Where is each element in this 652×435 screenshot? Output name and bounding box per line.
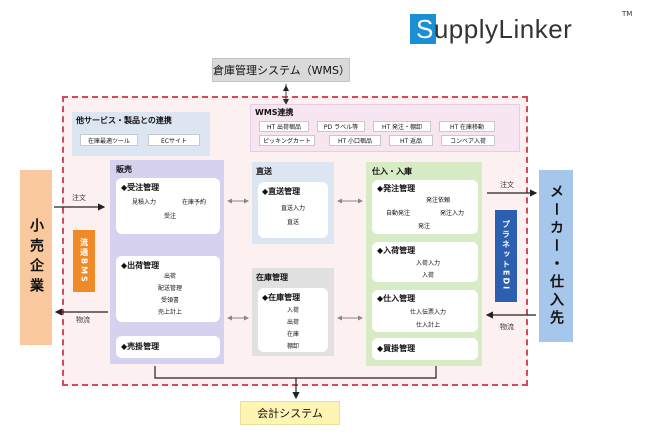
wms-chip: HT 出荷梱品 [259,121,309,132]
inventory-mgmt-title: ◆在庫管理 [262,293,301,302]
order-mgmt-card: ◆受注管理 見積入力 在庫予約 受注 [116,178,220,234]
ap-mgmt-card: ◆買掛管理 [372,338,478,360]
inventory-item: 棚卸 [276,340,310,350]
ship-item: 売上計上 [146,306,194,316]
retail-order-label: 注文 [72,194,86,202]
wms-link-title: WMS連携 [255,108,294,117]
supplylinker-logo: SupplyLinker TM [410,10,635,50]
direct-item: 直送入力 [272,202,314,212]
retail-logistics-label: 物流 [76,316,90,324]
order-item: 在庫予約 [174,196,214,206]
inventory-item: 在庫 [276,328,310,338]
ship-item: 出荷 [146,270,194,280]
po-item: 発注依頼 [416,194,460,204]
po-mgmt-card: ◆発注管理 発注依頼 自動発注 発注入力 発注 [372,180,478,234]
logo-mark [410,14,436,44]
po-item: 自動発注 [376,207,420,217]
direct-title: 直送 [256,167,272,176]
service-chip: 在庫最適ツール [80,134,138,146]
receive-item: 入荷入力 [406,257,450,267]
wms-chip: PD ラベル等 [317,121,365,132]
ship-item: 配送管理 [146,282,194,292]
wms-system-box: 倉庫管理システム（WMS） [212,58,350,82]
purchase-mgmt-title: ◆仕入管理 [377,294,416,303]
direct-mgmt-card: ◆直送管理 直送入力 直送 [258,182,328,238]
order-mgmt-title: ◆受注管理 [121,183,160,192]
logo-first-letter: S [416,14,434,44]
order-item: 見積入力 [124,196,164,206]
purchase-item: 仕入計上 [400,319,456,329]
inventory-panel: 在庫管理 ◆在庫管理 入荷 出荷 在庫 棚卸 [252,268,334,356]
retail-company-box: 小売企業 [20,170,52,345]
ap-mgmt-title: ◆買掛管理 [377,344,416,353]
logo-text: upplyLinker [433,14,573,44]
logo-trademark: TM [622,10,633,18]
receive-mgmt-card: ◆入荷管理 入荷入力 入荷 [372,242,478,282]
inventory-mgmt-card: ◆在庫管理 入荷 出荷 在庫 棚卸 [258,288,328,352]
direct-item: 直送 [272,216,314,226]
wms-link-box: WMS連携 HT 出荷梱品 PD ラベル等 HT 発注・棚卸 HT 在庫移動 ピ… [250,104,520,152]
ar-mgmt-card: ◆売掛管理 [116,336,220,358]
service-chip: ECサイト [148,134,200,146]
po-item: 発注 [406,220,442,230]
inventory-item: 入荷 [276,304,310,314]
wms-chip: コンベア入荷 [441,135,495,146]
planet-edi-badge: プラネットEDI [495,210,517,302]
wms-chip: ピッキングカート [259,135,315,146]
ryutsu-bms-badge: 流通BMS [73,230,95,292]
maker-supplier-box: メーカー・仕入先 [539,170,573,342]
other-services-title: 他サービス・製品との連携 [76,116,172,125]
purchase-title: 仕入・入庫 [372,167,412,176]
wms-chip: HT 在庫移動 [439,121,495,132]
po-mgmt-title: ◆発注管理 [377,184,416,193]
po-item: 発注入力 [430,207,474,217]
ship-item: 受領書 [146,294,194,304]
accounting-system-box: 会計システム [240,401,340,425]
maker-order-label: 注文 [500,181,514,189]
ship-mgmt-title: ◆出荷管理 [121,261,160,270]
direct-mgmt-title: ◆直送管理 [262,187,301,196]
ship-mgmt-card: ◆出荷管理 出荷 配送管理 受領書 売上計上 [116,256,220,322]
inventory-item: 出荷 [276,316,310,326]
wms-chip: HT 返品 [389,135,433,146]
ar-mgmt-title: ◆売掛管理 [121,342,160,351]
order-item: 受注 [150,210,190,220]
other-services-box: 他サービス・製品との連携 在庫最適ツール ECサイト [72,112,210,156]
accounting-connector [154,366,437,379]
purchase-mgmt-card: ◆仕入管理 仕入伝票入力 仕入計上 [372,290,478,332]
purchase-item: 仕入伝票入力 [400,306,456,316]
purchase-panel: 仕入・入庫 ◆発注管理 発注依頼 自動発注 発注入力 発注 ◆入荷管理 入荷入力… [366,162,482,366]
maker-logistics-label: 物流 [500,323,514,331]
wms-chip: HT 小口梱品 [329,135,381,146]
sales-panel: 販売 ◆受注管理 見積入力 在庫予約 受注 ◆出荷管理 出荷 配送管理 受領書 … [110,160,224,364]
receive-item: 入荷 [406,269,450,279]
inventory-title: 在庫管理 [256,273,288,282]
sales-title: 販売 [116,165,132,174]
wms-chip: HT 発注・棚卸 [373,121,431,132]
receive-mgmt-title: ◆入荷管理 [377,246,416,255]
direct-panel: 直送 ◆直送管理 直送入力 直送 [252,162,334,244]
